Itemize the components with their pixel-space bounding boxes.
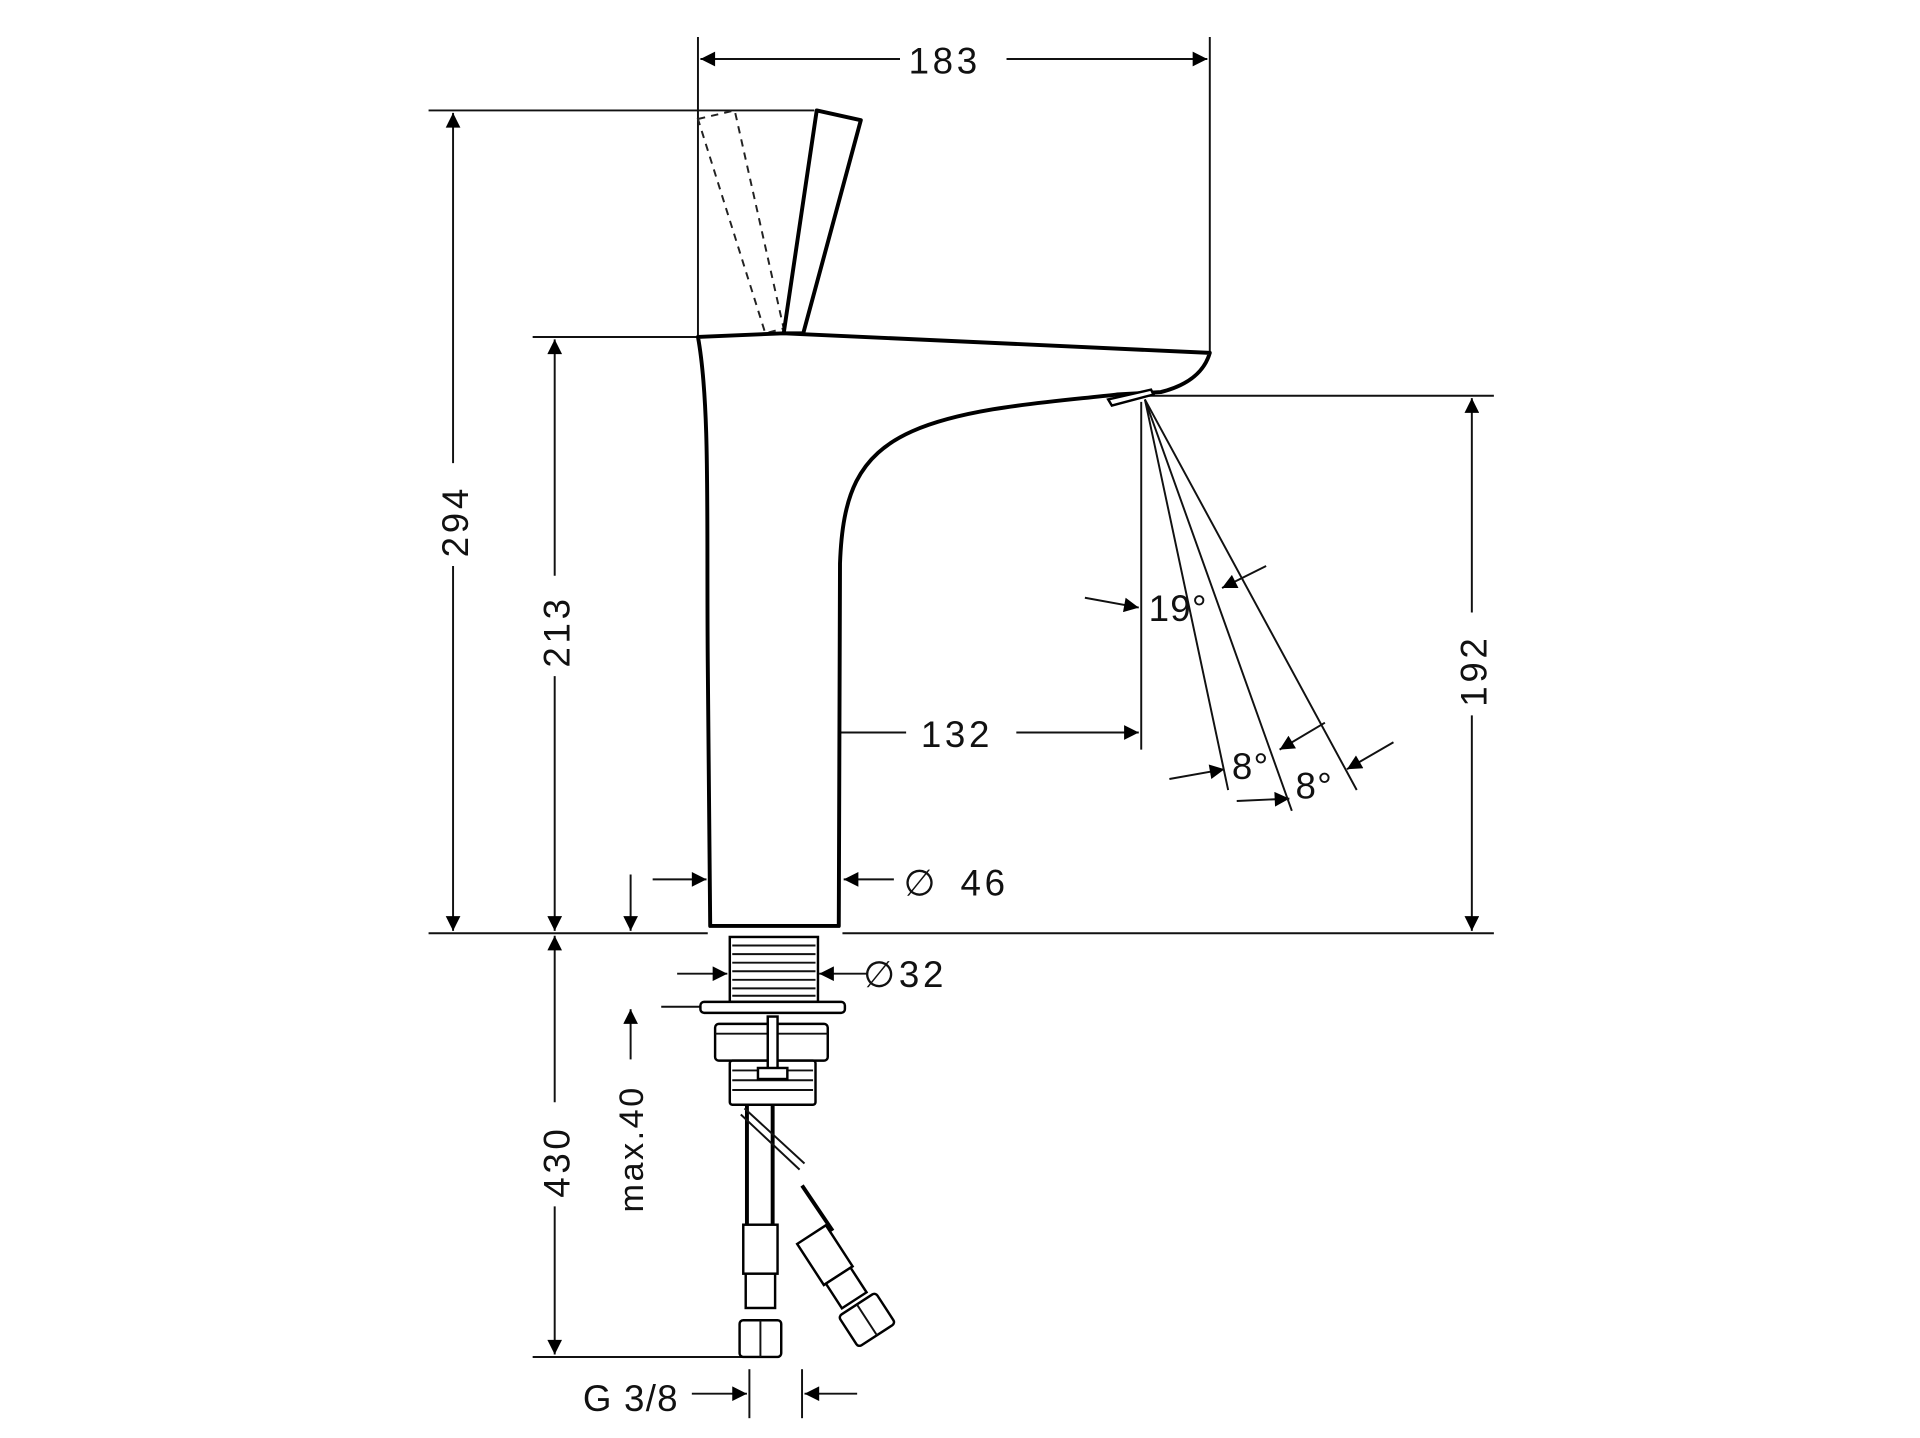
dim-430-label: 430 <box>536 1125 577 1197</box>
lever <box>781 108 863 336</box>
spray-pattern <box>1143 398 1358 812</box>
dim-132-label: 132 <box>921 714 993 755</box>
dim-g38-label: G 3/8 <box>583 1378 679 1419</box>
spout-aerator <box>1106 388 1156 407</box>
dim-183-label: 183 <box>909 41 981 82</box>
angle-19-label: 19° <box>1149 588 1208 629</box>
angle-8a-label: 8° <box>1232 746 1270 787</box>
dim-max40-label: max.40 <box>613 1085 651 1212</box>
dim-192-label: 192 <box>1454 634 1495 706</box>
dim-213-label: 213 <box>536 595 577 667</box>
mounting-assembly <box>699 935 896 1359</box>
dim-294-label: 294 <box>435 485 476 557</box>
faucet-body <box>696 331 1212 928</box>
lever-open-position <box>696 109 785 335</box>
dim-32-label: ∅32 <box>863 954 947 995</box>
angle-8b-label: 8° <box>1296 766 1334 807</box>
dimension-lines <box>445 51 1480 1402</box>
extension-lines <box>428 36 1494 1419</box>
dim-46-label: ∅ 46 <box>904 862 1009 903</box>
